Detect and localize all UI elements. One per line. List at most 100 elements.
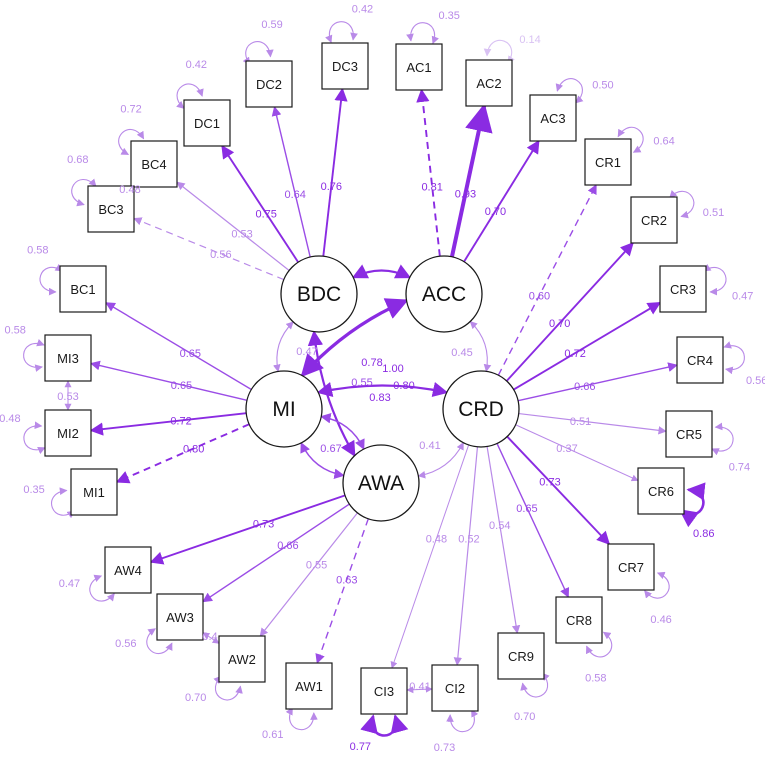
loading-path-ac1 — [416, 88, 441, 257]
loading-value-cr6: 0.37 — [556, 443, 577, 455]
loading-value-bc4: 0.53 — [231, 228, 252, 240]
indicator-label-cr6: CR6 — [648, 484, 674, 499]
residual-loop-cr5 — [711, 422, 734, 456]
loading-path-cr7 — [506, 435, 611, 545]
indicator-box-cr5 — [665, 410, 713, 458]
factor-covariance-bdc-mi — [273, 321, 294, 373]
loading-value-mi2: 0.72 — [170, 415, 191, 427]
loading-path-cr8 — [496, 443, 570, 598]
latent-mi — [245, 370, 323, 448]
residual-value-bc4: 0.72 — [120, 104, 141, 116]
loading-value-aw1: 0.63 — [336, 574, 357, 586]
residual-loop-ac1 — [406, 22, 439, 45]
loading-path-cr4 — [517, 362, 678, 402]
factor-covariance-awa-crd — [417, 441, 464, 479]
indicator-box-mi3 — [44, 334, 92, 382]
loading-path-aw2 — [259, 512, 358, 637]
loading-path-cr6 — [515, 424, 639, 482]
residual-value-cr8: 0.58 — [585, 673, 606, 685]
residual-value-aw4: 0.47 — [59, 578, 80, 590]
latent-acc — [405, 255, 483, 333]
indicator-label-cr4: CR4 — [687, 353, 713, 368]
loading-value-cr4: 0.66 — [574, 381, 595, 393]
indicator-label-dc2: DC2 — [256, 77, 282, 92]
loading-value-mi1: 0.80 — [183, 443, 204, 455]
factor-covariance-value: 0.67 — [320, 443, 341, 455]
latent-label-acc: ACC — [422, 283, 466, 306]
loading-value-ac2: 0.93 — [455, 188, 476, 200]
residual-loop-ci2 — [446, 709, 479, 733]
factor-covariance-mi-awa — [300, 441, 345, 479]
indicator-box-dc2 — [245, 60, 293, 108]
loading-value-cr9: 0.54 — [489, 520, 510, 532]
latent-bdc — [280, 255, 358, 333]
error-covariance-aw3-aw2 — [202, 632, 220, 644]
loading-value-aw3: 0.66 — [277, 540, 298, 552]
indicator-label-cr5: CR5 — [676, 427, 702, 442]
error-covariance-value: 0.4 — [202, 631, 217, 643]
loading-path-ac3 — [463, 139, 540, 263]
residual-loop-mi1 — [51, 487, 76, 519]
residual-value-dc3: 0.42 — [352, 4, 373, 16]
indicator-label-aw1: AW1 — [295, 679, 323, 694]
residual-loop-bc4 — [118, 128, 145, 156]
loading-value-mi3: 0.65 — [171, 380, 192, 392]
residual-value-cr7: 0.46 — [650, 614, 671, 626]
loading-path-cr2 — [505, 242, 634, 382]
indicator-label-cr1: CR1 — [595, 155, 621, 170]
loading-path-aw4 — [149, 494, 346, 565]
latent-label-awa: AWA — [358, 472, 404, 495]
indicator-box-aw2 — [218, 635, 266, 683]
residual-value-ac1: 0.35 — [439, 10, 460, 22]
residual-loop-aw1 — [285, 707, 318, 731]
residual-loop-ac3 — [555, 78, 584, 104]
indicator-label-cr8: CR8 — [566, 613, 592, 628]
indicator-label-cr3: CR3 — [670, 282, 696, 297]
loading-path-dc3 — [322, 87, 348, 257]
indicator-label-mi2: MI2 — [57, 426, 79, 441]
residual-value-mi1: 0.35 — [23, 484, 44, 496]
indicator-label-ci2: CI2 — [445, 681, 465, 696]
indicator-label-mi3: MI3 — [57, 351, 79, 366]
factor-covariance-value: 0.83 — [369, 392, 390, 404]
indicator-box-cr3 — [659, 265, 707, 313]
loading-value-ac3: 0.70 — [485, 206, 506, 218]
error-covariance-value: 0.41 — [409, 681, 430, 693]
loading-path-cr3 — [513, 301, 662, 391]
indicator-label-cr7: CR7 — [618, 560, 644, 575]
indicator-box-ci3 — [360, 667, 408, 715]
factor-covariance-value: 1.00 — [382, 363, 403, 375]
loading-value-ac1: 0.81 — [421, 181, 442, 193]
loading-path-bc1 — [105, 302, 252, 391]
factor-covariance-value: 0.41 — [419, 440, 440, 452]
indicator-box-cr7 — [607, 543, 655, 591]
residual-loop-cr7 — [644, 571, 670, 599]
residual-value-cr1: 0.64 — [653, 136, 674, 148]
indicator-box-ac2 — [465, 59, 513, 107]
error-covariance-value: 0.53 — [57, 391, 78, 403]
loading-path-ci2 — [453, 446, 479, 666]
indicator-label-aw2: AW2 — [228, 652, 256, 667]
loading-path-bc4 — [176, 181, 290, 271]
loading-path-cr1 — [497, 184, 597, 376]
indicator-box-bc1 — [59, 265, 107, 313]
indicator-box-aw3 — [156, 593, 204, 641]
loading-path-dc1 — [221, 144, 299, 263]
loading-value-cr1: 0.60 — [529, 290, 550, 302]
indicator-label-bc4: BC4 — [141, 157, 166, 172]
indicator-box-aw4 — [104, 546, 152, 594]
loading-value-cr2: 0.70 — [549, 318, 570, 330]
residual-value-dc1: 0.42 — [186, 59, 207, 71]
residual-value-cr9: 0.70 — [514, 711, 535, 723]
indicator-box-ac3 — [529, 94, 577, 142]
loading-path-dc2 — [271, 106, 311, 258]
indicator-box-ac1 — [395, 43, 443, 91]
residual-loop-aw4 — [89, 574, 115, 602]
residual-loop-cr6 — [678, 482, 706, 528]
indicator-label-ac2: AC2 — [476, 76, 501, 91]
residual-loop-dc1 — [176, 83, 204, 109]
indicator-label-cr9: CR9 — [508, 649, 534, 664]
indicator-box-bc3 — [87, 185, 135, 233]
residual-loop-ac2 — [483, 39, 515, 64]
